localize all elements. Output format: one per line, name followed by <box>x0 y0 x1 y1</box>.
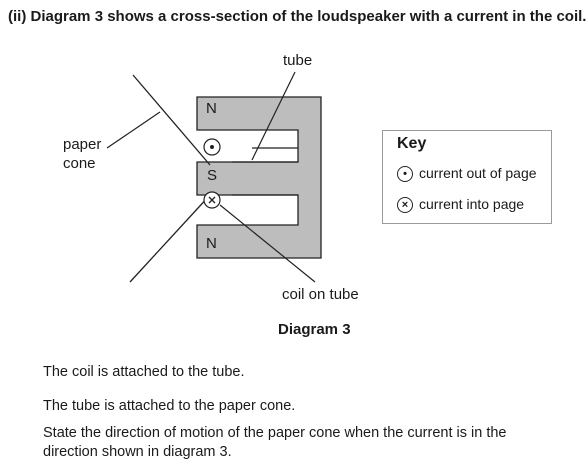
key-current-in-icon: × <box>397 197 413 213</box>
key-box: Key • current out of page × current into… <box>382 130 552 224</box>
statement-tube: The tube is attached to the paper cone. <box>43 398 296 414</box>
tube-label: tube <box>283 52 313 69</box>
coil-label: coil on tube <box>282 286 359 303</box>
paper-leader-line <box>106 111 161 149</box>
coil-current-out-dot <box>210 145 214 149</box>
cone-line-lower <box>129 194 211 283</box>
key-title: Key <box>397 135 427 152</box>
instruction-line-2: direction shown in diagram 3. <box>43 444 232 460</box>
statement-coil: The coil is attached to the tube. <box>43 364 245 380</box>
key-current-out-icon: • <box>397 166 413 182</box>
key-current-in-label: current into page <box>419 196 525 212</box>
coil-leader-line <box>219 204 316 283</box>
coil-current-in-cross-b <box>208 196 216 204</box>
question-number: (ii) <box>8 8 27 25</box>
pole-label-bottom: N <box>206 235 217 252</box>
pole-label-top: N <box>206 100 217 117</box>
key-current-out-label: current out of page <box>419 165 537 181</box>
cone-line-upper <box>132 74 211 166</box>
diagram-caption: Diagram 3 <box>278 321 351 338</box>
loudspeaker-diagram <box>106 71 322 283</box>
tube-leader-line <box>251 71 296 161</box>
instruction-line-1: State the direction of motion of the pap… <box>43 425 507 441</box>
cone-label: cone <box>63 155 96 172</box>
question-intro: Diagram 3 shows a cross-section of the l… <box>30 8 586 25</box>
pole-label-middle: S <box>207 167 218 184</box>
question-heading: (ii) Diagram 3 shows a cross-section of … <box>8 8 586 25</box>
paper-label: paper <box>63 136 102 153</box>
